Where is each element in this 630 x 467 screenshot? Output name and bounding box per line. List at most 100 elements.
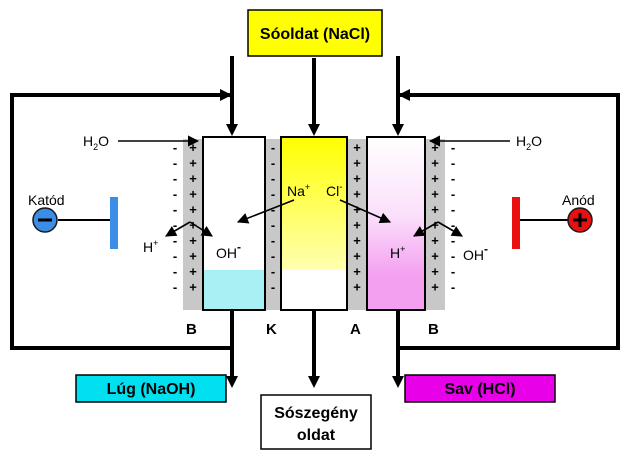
membrane-a-plus: +	[353, 187, 361, 202]
membrane-a-plus: +	[353, 171, 361, 186]
lye-label: Lúg (NaOH)	[107, 381, 196, 398]
cathode-label: Katód	[28, 192, 65, 208]
ion-h-left: H+	[143, 238, 158, 255]
membrane-b-left-minus: -	[173, 218, 177, 233]
label-a: A	[350, 321, 361, 338]
membrane-a	[347, 139, 367, 310]
membrane-k-minus: -	[271, 218, 275, 233]
membrane-b-left-plus: +	[189, 171, 197, 186]
label-b-left: B	[186, 321, 197, 338]
membrane-b-left-minus: -	[173, 140, 177, 155]
membrane-a-plus: +	[353, 264, 361, 279]
circuit-wires	[10, 93, 620, 350]
membrane-a-plus: +	[353, 156, 361, 171]
membrane-b-right-minus: -	[451, 233, 455, 248]
membrane-b-right-plus: +	[431, 156, 439, 171]
water-left: H2O	[83, 133, 109, 152]
anode	[512, 197, 593, 249]
membrane-k-minus: -	[271, 264, 275, 279]
ion-cl: Cl-	[326, 182, 343, 199]
anode-plate	[512, 197, 520, 249]
membrane-b-right-minus: -	[451, 171, 455, 186]
membrane-k	[265, 139, 281, 310]
ion-arrows	[165, 199, 463, 237]
membrane-b-right-plus: +	[431, 233, 439, 248]
membrane-b-right-minus: -	[451, 202, 455, 217]
membrane-b-left-minus: -	[173, 156, 177, 171]
anode-label: Anód	[562, 192, 595, 208]
membrane-b-left-plus: +	[189, 264, 197, 279]
flow-arrowheads	[226, 124, 404, 388]
cathode-plate	[110, 197, 118, 249]
ion-oh-right: OH-	[463, 242, 488, 263]
membrane-b-right-plus: +	[431, 264, 439, 279]
membrane-b-right-plus: +	[431, 171, 439, 186]
feed-box: Sóoldat (NaCl)	[247, 9, 383, 57]
membrane-b-left-plus: +	[189, 218, 197, 233]
lye-fill	[204, 270, 264, 309]
lye-box: Lúg (NaOH)	[75, 374, 227, 403]
membrane-b-right-plus: +	[431, 280, 439, 295]
cathode	[32, 197, 118, 249]
label-b-right: B	[428, 321, 439, 338]
membrane-b-left-minus: -	[173, 171, 177, 186]
membrane-b-left-plus: +	[189, 249, 197, 264]
membrane-b-left-minus: -	[173, 233, 177, 248]
depleted-label-line1: Sószegény	[274, 405, 358, 422]
membrane-a-plus: +	[353, 280, 361, 295]
membrane-b-right-plus: +	[431, 140, 439, 155]
salt-bottom	[282, 270, 346, 309]
compartments	[202, 136, 426, 311]
water-right: H2O	[516, 133, 542, 152]
depleted-box: Sószegény oldat	[260, 394, 372, 450]
membrane-b-left-minus: -	[173, 202, 177, 217]
membrane-b-right-plus: +	[431, 218, 439, 233]
ion-oh-left: OH-	[216, 240, 241, 261]
acid-box: Sav (HCl)	[404, 374, 556, 403]
membrane-a-plus: +	[353, 140, 361, 155]
membrane-signs: ++++++++++----------++++++++++++++++++++…	[173, 140, 455, 295]
membrane-k-minus: -	[271, 233, 275, 248]
membrane-a-plus: +	[353, 233, 361, 248]
membrane-b-right-plus: +	[431, 202, 439, 217]
label-k: K	[266, 321, 277, 338]
membrane-b-left-minus: -	[173, 264, 177, 279]
membrane-b-right-minus: -	[451, 280, 455, 295]
depleted-label-line2: oldat	[297, 427, 336, 444]
membrane-k-minus: -	[271, 187, 275, 202]
membrane-b-right-minus: -	[451, 249, 455, 264]
membrane-b-left-plus: +	[189, 156, 197, 171]
flow-arrows	[230, 56, 400, 380]
membrane-b-right-plus: +	[431, 187, 439, 202]
membrane-k-minus: -	[271, 202, 275, 217]
membrane-b-right-minus: -	[451, 187, 455, 202]
acid-label: Sav (HCl)	[444, 381, 515, 398]
membrane-b-right-minus: -	[451, 264, 455, 279]
acid-compartment	[366, 136, 426, 311]
membrane-a-plus: +	[353, 202, 361, 217]
membrane-a-plus: +	[353, 249, 361, 264]
membrane-b-left-plus: +	[189, 202, 197, 217]
membrane-b-right-minus: -	[451, 218, 455, 233]
ion-h-right: H+	[390, 244, 405, 261]
membrane-k-minus: -	[271, 156, 275, 171]
membrane-k-minus: -	[271, 249, 275, 264]
membrane-k-minus: -	[271, 280, 275, 295]
membrane-a-plus: +	[353, 218, 361, 233]
membrane-b-left-plus: +	[189, 140, 197, 155]
membrane-b-left-minus: -	[173, 280, 177, 295]
membrane-b-left-minus: -	[173, 249, 177, 264]
membrane-b-left-plus: +	[189, 280, 197, 295]
membrane-k-minus: -	[271, 171, 275, 186]
ion-na: Na+	[287, 182, 310, 199]
membrane-b-left-plus: +	[189, 233, 197, 248]
membrane-b-right-plus: +	[431, 249, 439, 264]
feed-label: Sóoldat (NaCl)	[260, 26, 370, 43]
wire-arrowheads	[220, 89, 410, 101]
membrane-b-right-minus: -	[451, 140, 455, 155]
membrane-b-left-plus: +	[189, 187, 197, 202]
membrane-b-left-minus: -	[173, 187, 177, 202]
membrane-k-minus: -	[271, 140, 275, 155]
membrane-b-right-minus: -	[451, 156, 455, 171]
